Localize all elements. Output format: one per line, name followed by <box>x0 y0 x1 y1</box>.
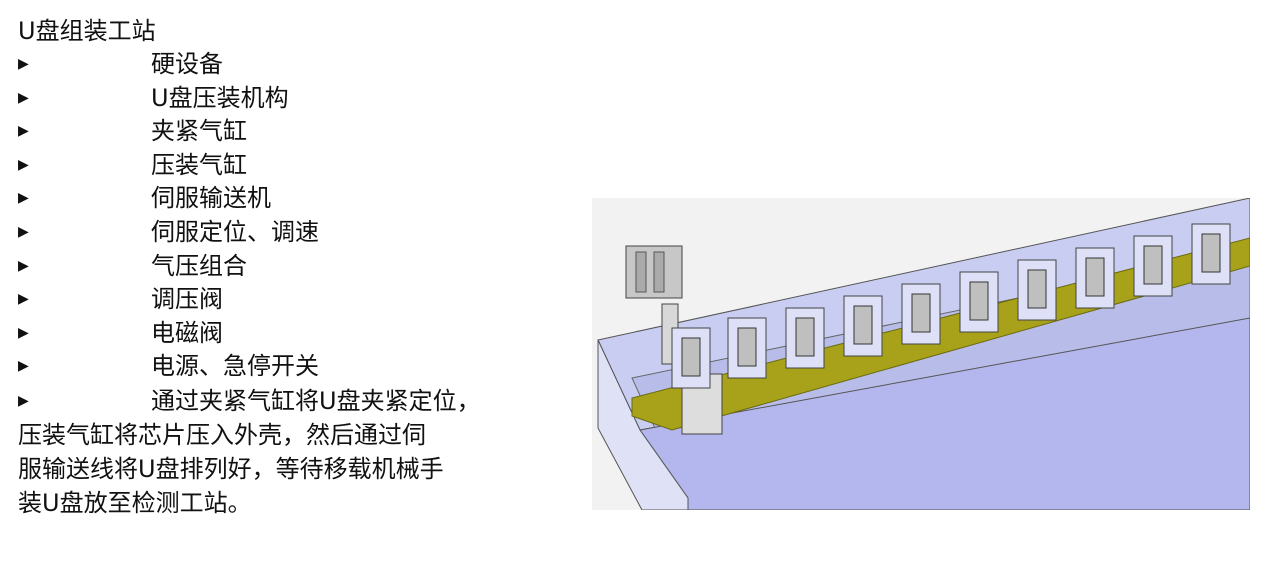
description-line: 装U盘放至检测工站。 <box>18 489 252 517</box>
description-line: 通过夹紧气缸将U盘夹紧定位， <box>151 387 481 415</box>
bullet-icon: ▶ <box>18 190 29 207</box>
description-paragraph: ▶ 通过夹紧气缸将U盘夹紧定位， 压装气缸将芯片压入外壳，然后通过伺 服输送线将… <box>18 384 538 520</box>
list-item-label: 伺服输送机 <box>151 184 271 213</box>
bullet-icon: ▶ <box>18 123 29 140</box>
list-item-label: 调压阀 <box>151 285 223 314</box>
usb-drive <box>681 337 701 377</box>
clamp-cylinder-slot <box>635 251 647 293</box>
usb-drive <box>853 305 873 345</box>
conveyor-drawing <box>592 197 1251 511</box>
list-item-label: 气压组合 <box>151 251 247 280</box>
list-item-label: 压装气缸 <box>151 150 247 179</box>
list-item-label: U盘压装机构 <box>151 83 289 112</box>
bullet-icon: ▶ <box>18 324 29 341</box>
bullet-icon: ▶ <box>18 358 29 375</box>
usb-drive <box>1201 233 1221 273</box>
bullet-icon: ▶ <box>18 89 29 106</box>
usb-drives <box>681 233 1221 377</box>
description-line: 压装气缸将芯片压入外壳，然后通过伺 <box>18 421 426 449</box>
list-item-label: 夹紧气缸 <box>151 117 247 146</box>
conveyor-illustration <box>592 197 1251 511</box>
page-title: U盘组装工站 <box>18 17 156 45</box>
clamp-cylinder-slot <box>653 251 665 293</box>
bullet-icon: ▶ <box>18 156 29 173</box>
list-item-label: 电磁阀 <box>151 318 223 347</box>
bullet-icon: ▶ <box>18 223 29 240</box>
usb-drive <box>737 327 757 367</box>
bullet-icon: ▶ <box>18 393 29 409</box>
usb-drive <box>1027 269 1047 309</box>
usb-drive <box>795 317 815 357</box>
usb-drive <box>1143 245 1163 285</box>
description-line: 服输送线将U盘排列好，等待移载机械手 <box>18 455 444 483</box>
list-item-label: 伺服定位、调速 <box>151 217 319 246</box>
list-item-label: 电源、急停开关 <box>151 352 319 381</box>
bullet-icon: ▶ <box>18 257 29 274</box>
list-item-label: 硬设备 <box>151 50 223 78</box>
usb-drive <box>969 281 989 321</box>
usb-drive <box>1085 257 1105 297</box>
usb-drive <box>911 293 931 333</box>
bullet-icon: ▶ <box>18 56 29 72</box>
bullet-icon: ▶ <box>18 291 29 308</box>
